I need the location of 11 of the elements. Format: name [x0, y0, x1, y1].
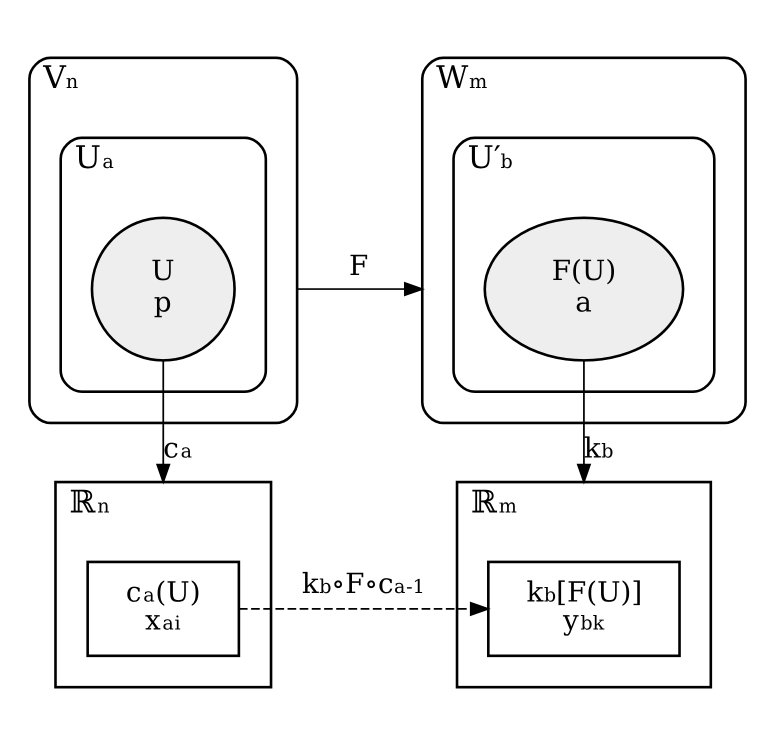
node-ellipse: F(U) a [483, 216, 684, 362]
edge-label: ca [163, 431, 192, 464]
node-box: ca(U) xai [86, 560, 240, 658]
arrow [238, 602, 491, 616]
node-box: kb[F(U)] ybk [487, 560, 681, 658]
arrow [156, 361, 171, 485]
edge-label: kb∘F∘ca-1 [302, 566, 425, 600]
arrow [576, 361, 592, 485]
arrow [297, 282, 425, 296]
edge-label: F [349, 248, 368, 282]
node-circle: U p [90, 216, 236, 362]
